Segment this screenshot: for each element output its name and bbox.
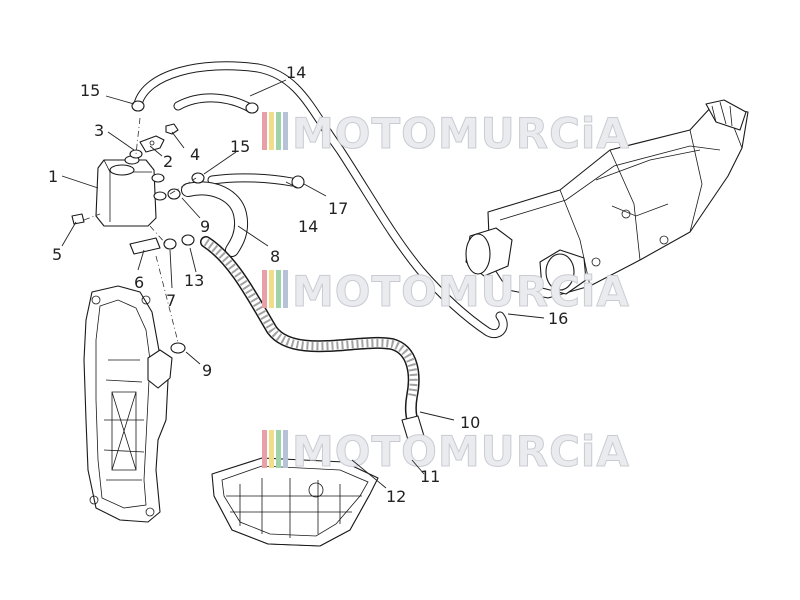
air-filter-box	[465, 99, 749, 299]
callout-2: 2	[163, 152, 173, 171]
callout-14-top: 14	[286, 63, 306, 82]
callout-15-mid: 15	[230, 137, 250, 156]
hose-14-lower	[207, 173, 297, 187]
callout-5: 5	[52, 245, 62, 264]
callout-14-lower: 14	[298, 217, 318, 236]
clamp-15-mid	[191, 172, 205, 184]
nut-4	[165, 123, 179, 135]
clamp-13	[181, 234, 195, 246]
callout-labels: 1 2 3 4 5 6 7 8 9 9 10 11 12 13 14 14 15…	[48, 63, 568, 506]
callout-13: 13	[184, 271, 204, 290]
oil-sump	[211, 457, 379, 547]
hose-14-top	[173, 93, 255, 113]
oil-breather-tank	[95, 155, 167, 227]
callout-15-top: 15	[80, 81, 100, 100]
callout-6: 6	[134, 273, 144, 292]
watermark-text-top: MOTOMURCiA	[292, 109, 630, 158]
clamp-small-top	[245, 102, 259, 114]
callout-11: 11	[420, 467, 440, 486]
assembly-axis-lines	[83, 117, 197, 343]
crankcase-cover	[83, 285, 173, 523]
callout-17: 17	[328, 199, 348, 218]
bolt-5	[71, 213, 85, 225]
callout-4: 4	[190, 145, 200, 164]
bracket-2	[139, 135, 165, 153]
watermark-text-bottom: MOTOMURCiA	[292, 427, 630, 476]
callout-16: 16	[548, 309, 568, 328]
watermark: MOTOMURCiA MOTOMURCiA MOTOMURCiA	[262, 109, 630, 477]
callout-1: 1	[48, 167, 58, 186]
callout-12: 12	[386, 487, 406, 506]
callout-8: 8	[270, 247, 280, 266]
grommet-3	[129, 149, 143, 159]
callout-9-upper: 9	[200, 217, 210, 236]
ring-9-upper	[167, 188, 181, 200]
callout-7: 7	[166, 291, 176, 310]
ring-9-lower	[170, 342, 186, 354]
breather-hose-16	[133, 61, 508, 338]
callout-9-lower: 9	[202, 361, 212, 380]
callout-10: 10	[460, 413, 480, 432]
hose-8	[181, 181, 248, 257]
callout-3: 3	[94, 121, 104, 140]
watermark-text-middle: MOTOMURCiA	[292, 267, 630, 316]
oil-hose-10	[200, 236, 425, 441]
clamp-15-top	[131, 100, 145, 112]
leader-lines	[61, 79, 545, 489]
fitting-6	[129, 237, 161, 255]
washer-7	[163, 238, 177, 250]
